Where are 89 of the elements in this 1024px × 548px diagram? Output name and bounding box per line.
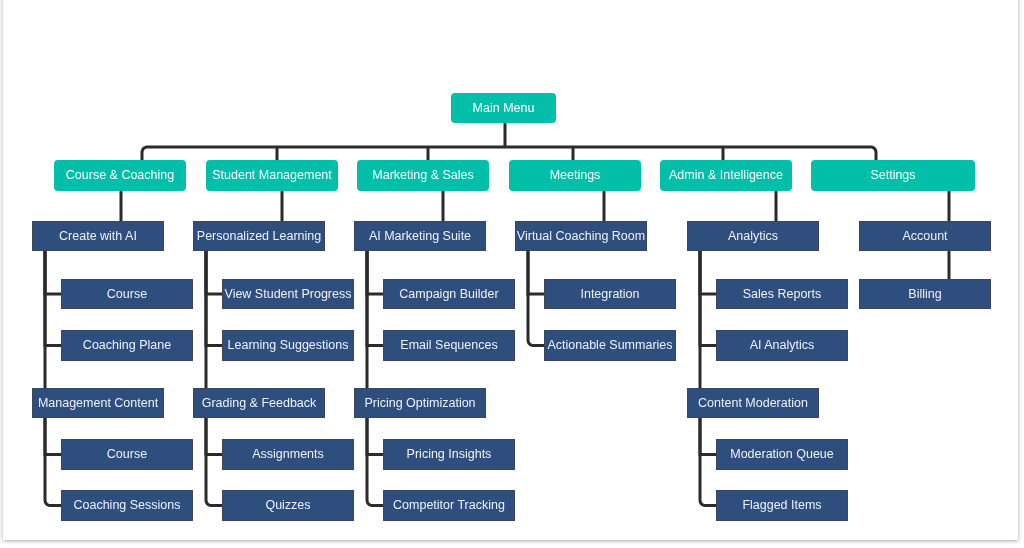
connector-line — [119, 191, 123, 221]
menu-box — [357, 160, 489, 191]
submenu-box — [354, 221, 486, 251]
menu-label: Student Management — [212, 168, 332, 183]
submenu-box — [222, 439, 354, 470]
submenu-box — [515, 221, 647, 251]
submenu-box — [222, 490, 354, 521]
menu-box — [54, 160, 186, 191]
menu-label: AI Analytics — [749, 338, 815, 353]
menu-label: Moderation Queue — [730, 447, 834, 462]
menu-label: Email Sequences — [400, 338, 498, 353]
menu-label: Admin & Intelligence — [669, 168, 783, 183]
menu-label: Course — [106, 286, 148, 302]
menu-label: Coaching Sessions — [73, 498, 181, 513]
submenu-box — [544, 279, 676, 309]
menu-label: Assignments — [252, 447, 324, 462]
connector-line — [280, 191, 284, 221]
menu-label: Billing — [908, 286, 942, 302]
menu-label: Marketing & Sales — [372, 168, 474, 183]
connector-line — [204, 251, 208, 388]
submenu-box — [383, 330, 515, 361]
submenu-box — [222, 330, 354, 361]
menu-label: Settings — [870, 168, 916, 183]
submenu-box — [716, 439, 848, 470]
submenu-box — [716, 330, 848, 361]
connector-line — [698, 418, 716, 507]
submenu-box — [193, 388, 325, 418]
menu-label: Meetings — [549, 168, 601, 183]
submenu-box — [354, 388, 486, 418]
menu-label: Main Menu — [472, 100, 535, 116]
submenu-box — [544, 330, 676, 361]
submenu-box — [859, 279, 991, 309]
menu-label: Quizzes — [265, 498, 311, 513]
connector-line — [140, 121, 878, 162]
menu-label: Course & Coaching — [65, 168, 175, 183]
connector-line — [441, 191, 445, 221]
submenu-box — [859, 221, 991, 251]
menu-label: Flagged Items — [742, 498, 822, 513]
menu-box — [206, 160, 338, 191]
menu-label: Analytics — [728, 228, 778, 244]
submenu-box — [716, 490, 848, 521]
connector-line — [698, 251, 702, 388]
menu-label: Pricing Insights — [406, 447, 492, 462]
menu-label: Content Moderation — [698, 395, 808, 411]
submenu-box — [32, 388, 164, 418]
connector-line — [526, 251, 544, 347]
submenu-box — [716, 279, 848, 309]
submenu-box — [32, 221, 164, 251]
submenu-box — [383, 439, 515, 470]
menu-label: Learning Suggestions — [227, 338, 349, 353]
menu-label: Campaign Builder — [399, 286, 499, 302]
menu-label: Competitor Tracking — [393, 498, 505, 513]
connector-line — [43, 251, 47, 388]
menu-label: Pricing Optimization — [364, 395, 476, 411]
menu-label: Management Content — [37, 395, 159, 411]
menu-label: AI Marketing Suite — [368, 228, 472, 244]
connector-line — [774, 191, 778, 221]
menu-label: Integration — [580, 286, 640, 302]
menu-label: Personalized Learning — [196, 228, 322, 244]
connector-line — [947, 251, 951, 279]
menu-label: Create with AI — [59, 228, 137, 244]
connector-line — [204, 418, 222, 507]
submenu-box — [61, 330, 193, 361]
menu-label: Grading & Feedback — [201, 395, 317, 411]
submenu-box — [61, 279, 193, 309]
connector-line — [43, 418, 61, 507]
menu-box — [451, 93, 556, 123]
menu-box — [811, 160, 975, 191]
submenu-box — [193, 221, 325, 251]
menu-label: View Student Progress — [224, 286, 352, 302]
submenu-box — [687, 221, 819, 251]
submenu-box — [222, 279, 354, 309]
connector-line — [947, 191, 951, 221]
menu-box — [660, 160, 792, 191]
connector-line — [602, 191, 606, 221]
menu-box — [509, 160, 641, 191]
menu-label: Course — [106, 447, 148, 462]
connector-line — [365, 251, 369, 388]
submenu-box — [61, 439, 193, 470]
submenu-box — [687, 388, 819, 418]
menu-label: Virtual Coaching Room — [516, 228, 646, 244]
connector-line — [365, 418, 383, 507]
submenu-box — [383, 490, 515, 521]
menu-label: Actionable Summaries — [547, 338, 673, 353]
menu-label: Sales Reports — [742, 286, 822, 302]
menu-label: Account — [902, 228, 948, 244]
menu-label: Coaching Plane — [82, 338, 172, 353]
submenu-box — [383, 279, 515, 309]
submenu-box — [61, 490, 193, 521]
